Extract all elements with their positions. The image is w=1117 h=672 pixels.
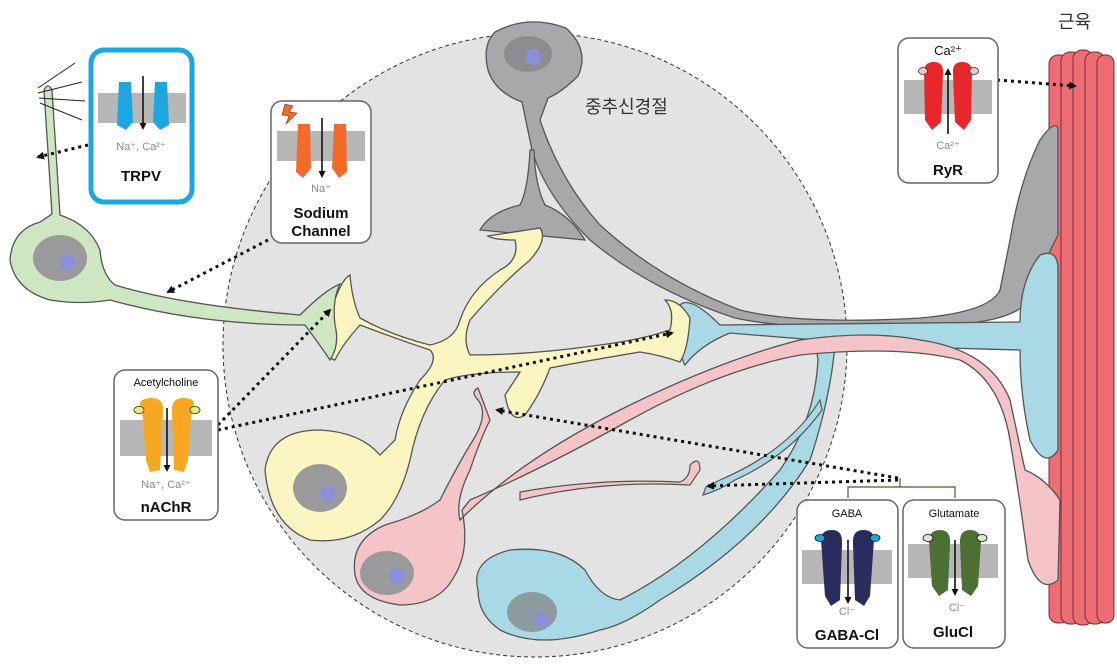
dotted-arrows xyxy=(36,78,1077,490)
arrow-nachr-1 xyxy=(216,308,332,427)
nachr-ions: Na⁺, Ca²⁺ xyxy=(141,479,191,491)
arrow-gaba xyxy=(495,407,899,480)
gaba-dot-right xyxy=(869,534,881,542)
glucl-panel: Glutamate Cl⁻ GluCl xyxy=(902,499,1006,649)
arrow-trpv xyxy=(36,143,89,160)
arrow-sodium xyxy=(166,238,269,294)
ryr-panel: Ca²⁺ Ca²⁺ RyR xyxy=(897,37,999,184)
nachr-name: nAChR xyxy=(141,499,192,516)
cns-label: 중추신경절 xyxy=(585,97,668,117)
sodium-name-1: Sodium xyxy=(294,205,349,222)
gray-motor-neuron xyxy=(478,21,1059,328)
nachr-ligand: Acetylcholine xyxy=(134,377,199,389)
yellow-interneuron xyxy=(264,227,691,542)
receptor-bracket xyxy=(847,478,956,498)
sodium-ions: Na⁺ xyxy=(311,183,331,195)
gabacl-name: GABA-Cl xyxy=(815,627,879,644)
ryr-dot-left xyxy=(918,67,928,75)
acetylcholine-dot-right xyxy=(189,405,201,414)
lightning-icon xyxy=(281,103,298,125)
gabacl-ions: Cl⁻ xyxy=(839,606,855,618)
green-sensory-neuron xyxy=(9,62,342,362)
muscle-fibers xyxy=(1048,49,1115,626)
sodium-name-2: Channel xyxy=(291,223,350,240)
ryr-name: RyR xyxy=(933,162,963,179)
nachr-panel: Acetylcholine Na⁺, Ca²⁺ nAChR xyxy=(113,369,219,521)
gabacl-ligand: GABA xyxy=(832,508,863,520)
arrow-ryr xyxy=(996,78,1077,90)
ryr-dot-right xyxy=(969,67,979,75)
glucl-ions: Cl⁻ xyxy=(949,602,965,614)
sodium-channel-panel: Na⁺ Sodium Channel xyxy=(270,100,372,244)
glucl-name: GluCl xyxy=(933,624,973,641)
arrow-nachr-2 xyxy=(217,330,674,432)
trpv-ions: Na⁺, Ca²⁺ xyxy=(116,141,166,153)
trpv-panel: Na⁺, Ca²⁺ TRPV xyxy=(88,47,195,205)
ryr-ion-bottom: Ca²⁺ xyxy=(936,140,960,152)
glutamate-dot-left xyxy=(922,534,934,542)
ryr-ion-top: Ca²⁺ xyxy=(934,43,962,58)
muscle-label: 근육 xyxy=(1058,12,1091,32)
glucl-ligand: Glutamate xyxy=(929,508,980,520)
pink-inhibitory-neuron xyxy=(353,334,1061,606)
gabacl-panel: GABA Cl⁻ GABA-Cl xyxy=(796,499,899,649)
gaba-dot-left xyxy=(814,534,826,542)
acetylcholine-dot-left xyxy=(133,405,145,414)
glutamate-dot-right xyxy=(976,534,988,542)
trpv-name: TRPV xyxy=(121,168,161,185)
